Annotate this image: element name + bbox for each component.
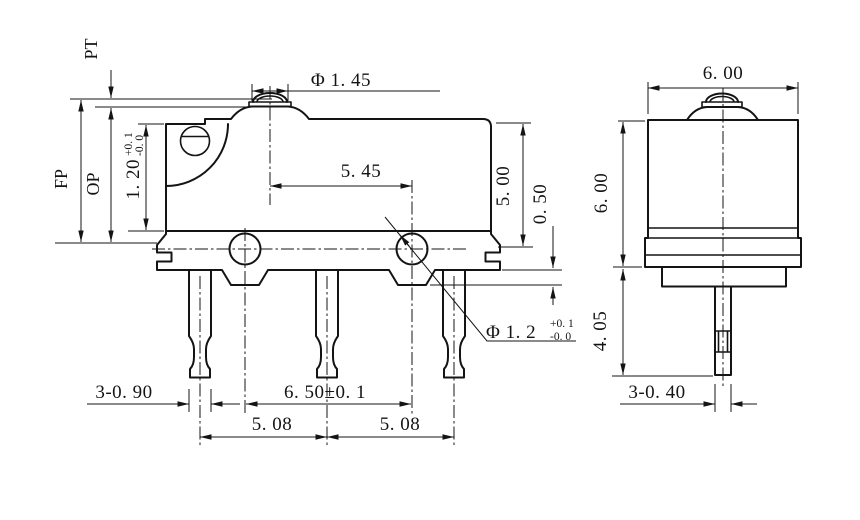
pin-width-front-label: 3-0. 90 <box>95 382 152 403</box>
button-diameter-label: Φ 1. 45 <box>311 70 371 91</box>
plunger-ring <box>248 101 292 108</box>
body-height-label: 5. 00 <box>493 166 514 207</box>
side-plunger-dome <box>705 92 739 103</box>
dim-pin-width-front: 3-0. 90 <box>87 382 240 412</box>
dim-center-to-hole: 5. 45 <box>270 161 412 189</box>
plunger-height-value: 1. 20 <box>123 159 144 200</box>
terminal-pin-left <box>188 269 212 379</box>
side-pin-width-label: 3-0. 40 <box>628 382 685 403</box>
dim-pre-travel: PT <box>81 38 114 98</box>
switch-body-outline <box>165 105 492 232</box>
side-width-label: 6. 00 <box>703 63 744 84</box>
free-position-label: FP <box>51 169 71 189</box>
dim-button-diameter: Φ 1. 45 <box>251 70 440 101</box>
dim-side-pin-length: 4. 05 <box>590 269 713 377</box>
dim-operating-position: OP <box>83 108 114 242</box>
spring-arc <box>165 123 229 187</box>
dim-body-height: 5. 00 <box>493 122 533 248</box>
side-view: 6. 00 6. 00 4. 05 3-0. 40 <box>590 63 802 412</box>
hole-diameter-tol-minus: -0. 0 <box>550 331 571 343</box>
side-terminal-block <box>661 266 787 288</box>
hole-diameter-value: Φ 1. 2 <box>486 322 536 343</box>
plunger-height-tol-plus: +0. 1 <box>123 132 135 156</box>
pre-travel-label: PT <box>81 38 101 59</box>
front-view: PT FP OP 1. 20 +0. 1 -0. 0 <box>51 38 576 448</box>
terminal-pin-center <box>315 269 339 379</box>
dim-side-width: 6. 00 <box>647 63 799 114</box>
dim-standoff: 0. 50 <box>430 184 562 305</box>
operating-position-label: OP <box>83 172 103 195</box>
terminal-pin-right <box>442 269 466 379</box>
center-to-hole-label: 5. 45 <box>341 161 382 182</box>
dim-hole-diameter: Φ 1. 2 +0. 1 -0. 0 <box>384 216 576 343</box>
side-height-label: 6. 00 <box>591 173 612 214</box>
dim-side-pin-width: 3-0. 40 <box>620 382 757 412</box>
dim-side-height: 6. 00 <box>591 120 645 268</box>
dim-plunger-height: 1. 20 +0. 1 -0. 0 <box>123 123 164 232</box>
dim-hole-pitch: 6. 50±0. 1 <box>246 382 411 407</box>
pin-pitch-left-label: 5. 08 <box>252 414 293 435</box>
pivot-circle <box>179 125 211 157</box>
side-pin-length-label: 4. 05 <box>590 311 611 352</box>
side-plunger-dome-inner <box>709 95 735 103</box>
base-outline <box>156 230 501 286</box>
dim-pin-pitch: 5. 08 5. 08 <box>200 414 454 440</box>
standoff-label: 0. 50 <box>530 184 551 225</box>
pin-pitch-right-label: 5. 08 <box>380 414 421 435</box>
hole-pitch-label: 6. 50±0. 1 <box>284 382 366 403</box>
plunger-height-tol-minus: -0. 0 <box>134 135 146 156</box>
side-plunger-ring <box>701 101 743 108</box>
hole-diameter-tol-plus: +0. 1 <box>550 318 574 330</box>
dim-free-position: FP <box>51 100 84 242</box>
